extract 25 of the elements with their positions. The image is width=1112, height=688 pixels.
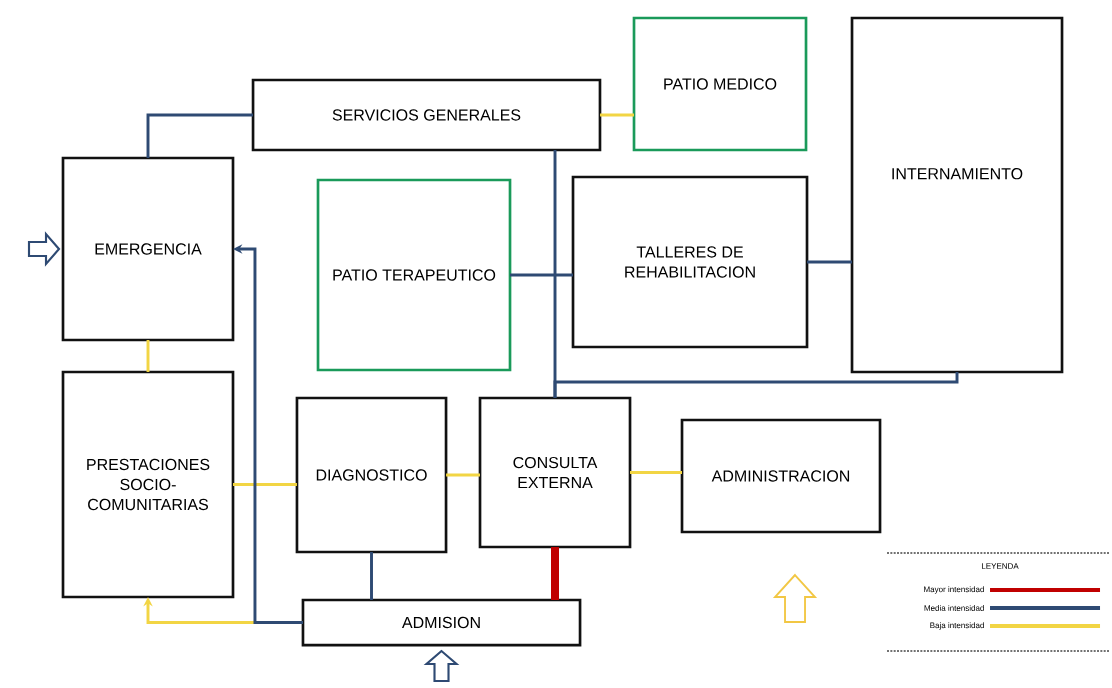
process-box: TALLERES DE REHABILITACION [571, 175, 809, 349]
connector-line [146, 340, 150, 372]
connector-line [446, 473, 480, 477]
process-box: PRESTACIONES SOCIO-COMUNITARIAS [61, 370, 235, 599]
connector-line [600, 113, 634, 117]
connector-line [553, 372, 959, 398]
legend-title: LEYENDA [982, 563, 1019, 569]
legend-label: Media intensidad [924, 605, 984, 611]
legend-label: Baja intensidad [930, 622, 984, 630]
legend-label: Mayor intensidad [924, 586, 984, 594]
connector-line [807, 260, 852, 264]
process-box: ADMINISTRACION [680, 418, 882, 534]
process-box: ADMISION [301, 598, 582, 647]
connector-line [146, 113, 254, 158]
process-box: SERVICIOS GENERALES [251, 78, 602, 152]
connector-line [510, 273, 573, 277]
process-box: CONSULTA EXTERNA [478, 396, 632, 549]
connector-line [233, 483, 297, 486]
process-box: PATIO MEDICO [632, 16, 808, 152]
connector-line [630, 471, 682, 474]
process-box: INTERNAMIENTO [850, 16, 1064, 374]
process-box: PATIO TERAPEUTICO [316, 178, 512, 372]
process-box: EMERGENCIA [61, 156, 235, 342]
process-box: DIAGNOSTICO [295, 396, 448, 554]
connector-line [370, 552, 373, 600]
